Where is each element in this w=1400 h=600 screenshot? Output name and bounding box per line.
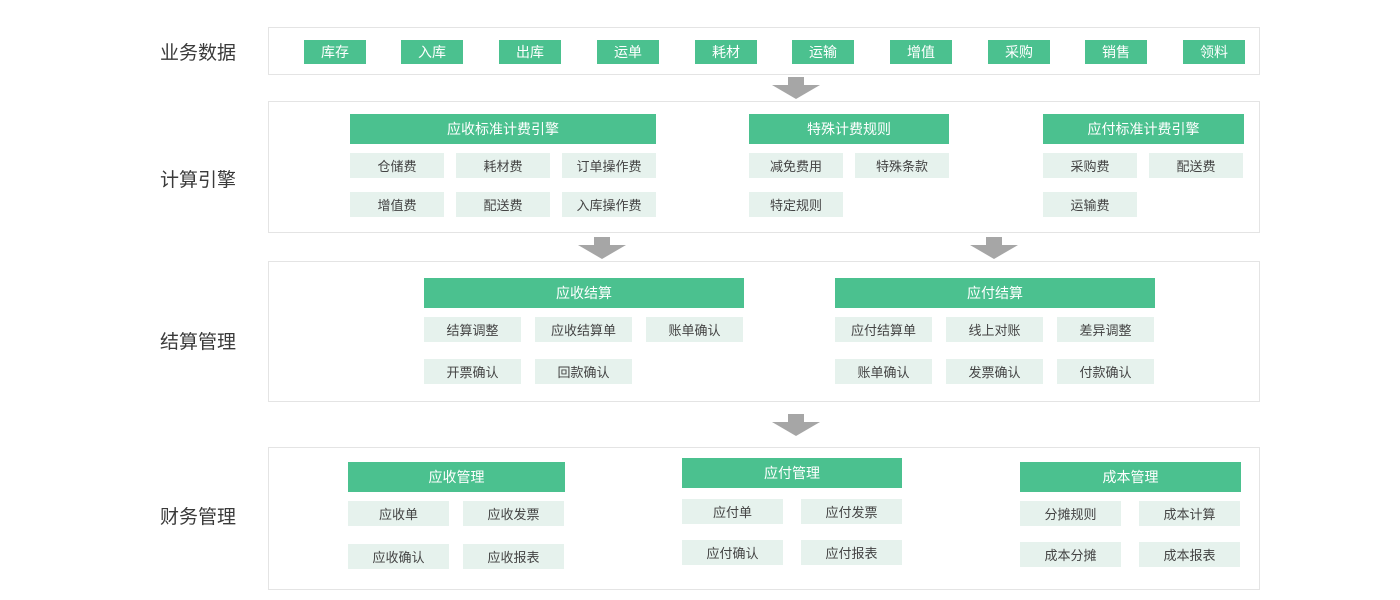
receivable-engine-item: 入库操作费	[562, 192, 656, 217]
receivable-management-item: 应收报表	[463, 544, 564, 569]
calc-engine-panel: 应收标准计费引擎 仓储费 耗材费 订单操作费 增值费 配送费 入库操作费 特殊计…	[268, 101, 1260, 233]
business-tag: 耗材	[695, 40, 757, 64]
payable-engine-header: 应付标准计费引擎	[1043, 114, 1244, 144]
special-rules-item: 特殊条款	[855, 153, 949, 178]
receivable-management-header: 应收管理	[348, 462, 565, 492]
special-rules-item: 特定规则	[749, 192, 843, 217]
receivable-settlement-header: 应收结算	[424, 278, 744, 308]
payable-settlement-item: 发票确认	[946, 359, 1043, 384]
receivable-management-item: 应收确认	[348, 544, 449, 569]
cost-management-item: 成本报表	[1139, 542, 1240, 567]
receivable-settlement-item: 应收结算单	[535, 317, 632, 342]
cost-management-item: 成本计算	[1139, 501, 1240, 526]
settlement-panel: 应收结算 结算调整 应收结算单 账单确认 开票确认 回款确认 应付结算 应付结算…	[268, 261, 1260, 402]
flow-arrow-down-icon	[772, 414, 820, 436]
business-tag: 运输	[792, 40, 854, 64]
receivable-engine-header: 应收标准计费引擎	[350, 114, 656, 144]
payable-settlement-item: 线上对账	[946, 317, 1043, 342]
payable-management-item: 应付报表	[801, 540, 902, 565]
flow-arrow-down-icon	[578, 237, 626, 259]
payable-management-item: 应付单	[682, 499, 783, 524]
flow-arrow-down-icon	[772, 77, 820, 99]
business-tag: 增值	[890, 40, 952, 64]
receivable-engine-item: 增值费	[350, 192, 444, 217]
special-rules-header: 特殊计费规则	[749, 114, 949, 144]
payable-management-item: 应付发票	[801, 499, 902, 524]
receivable-engine-item: 耗材费	[456, 153, 550, 178]
row-label-finance: 财务管理	[160, 506, 237, 528]
payable-engine-item: 运输费	[1043, 192, 1137, 217]
row-label-settlement: 结算管理	[160, 331, 237, 353]
payable-settlement-item: 付款确认	[1057, 359, 1154, 384]
business-tag: 入库	[401, 40, 463, 64]
receivable-management-item: 应收单	[348, 501, 449, 526]
payable-settlement-item: 应付结算单	[835, 317, 932, 342]
receivable-settlement-item: 结算调整	[424, 317, 521, 342]
flow-arrow-down-icon	[970, 237, 1018, 259]
business-tag: 出库	[499, 40, 561, 64]
receivable-engine-item: 仓储费	[350, 153, 444, 178]
payable-settlement-item: 账单确认	[835, 359, 932, 384]
business-tag: 领料	[1183, 40, 1245, 64]
receivable-management-item: 应收发票	[463, 501, 564, 526]
receivable-engine-item: 订单操作费	[562, 153, 656, 178]
special-rules-item: 减免费用	[749, 153, 843, 178]
business-tag: 运单	[597, 40, 659, 64]
payable-engine-item: 采购费	[1043, 153, 1137, 178]
cost-management-item: 分摊规则	[1020, 501, 1121, 526]
receivable-settlement-item: 账单确认	[646, 317, 743, 342]
business-data-panel: 库存 入库 出库 运单 耗材 运输 增值 采购 销售 领料	[268, 27, 1260, 75]
receivable-settlement-item: 回款确认	[535, 359, 632, 384]
receivable-settlement-item: 开票确认	[424, 359, 521, 384]
receivable-engine-item: 配送费	[456, 192, 550, 217]
business-tag: 库存	[304, 40, 366, 64]
row-label-calc-engine: 计算引擎	[160, 169, 237, 191]
payable-management-header: 应付管理	[682, 458, 902, 488]
business-tag: 采购	[988, 40, 1050, 64]
payable-management-item: 应付确认	[682, 540, 783, 565]
payable-engine-item: 配送费	[1149, 153, 1243, 178]
business-tag: 销售	[1085, 40, 1147, 64]
payable-settlement-header: 应付结算	[835, 278, 1155, 308]
row-label-business-data: 业务数据	[160, 42, 237, 64]
finance-panel: 应收管理 应收单 应收发票 应收确认 应收报表 应付管理 应付单 应付发票 应付…	[268, 447, 1260, 590]
cost-management-header: 成本管理	[1020, 462, 1241, 492]
cost-management-item: 成本分摊	[1020, 542, 1121, 567]
payable-settlement-item: 差异调整	[1057, 317, 1154, 342]
